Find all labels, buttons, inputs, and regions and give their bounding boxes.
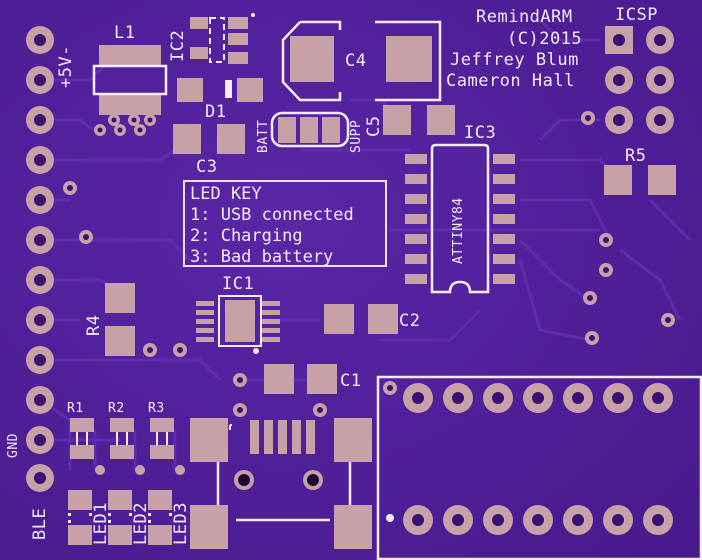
led3-label: LED3 (171, 502, 191, 545)
r5-resistor (604, 165, 676, 195)
ic2-label: IC2 (168, 29, 188, 62)
c5-capacitor (383, 105, 455, 135)
led-key-line-1: 1: USB connected (190, 205, 354, 225)
led-key-box: LED KEY 1: USB connected 2: Charging 3: … (183, 180, 387, 267)
gnd-label: GND (6, 433, 21, 458)
supp-label: SUPP (349, 119, 364, 153)
r5-label: R5 (625, 146, 647, 166)
r1-label: R1 (67, 401, 84, 416)
led2-label: LED2 (131, 502, 151, 545)
icsp-label: ICSP (615, 5, 658, 25)
r4-resistor (105, 283, 135, 356)
project-name: RemindARM (476, 7, 573, 27)
led-key-line-2: 2: Charging (190, 226, 303, 246)
r2-label: R2 (108, 401, 125, 416)
ic3-attiny84 (405, 143, 515, 294)
c3-capacitor (173, 124, 245, 154)
r1-r3-resistors (70, 418, 174, 459)
c4-label: C4 (345, 51, 367, 71)
left-header-pins (26, 26, 54, 492)
ic1-label: IC1 (222, 274, 255, 294)
d1-diode (177, 78, 263, 102)
usb-connector (190, 418, 372, 549)
ic1-chip (196, 295, 280, 354)
led1-led3 (68, 490, 172, 545)
ic3-label: IC3 (464, 123, 497, 143)
led-key-title: LED KEY (190, 184, 262, 204)
c3-label: C3 (196, 157, 218, 177)
d1-label: D1 (205, 102, 227, 122)
ble-label: BLE (30, 507, 50, 540)
ic2-chip (190, 13, 255, 64)
c4-capacitor (281, 20, 442, 102)
c5-label: C5 (364, 115, 384, 137)
l1-label: L1 (114, 23, 136, 43)
r4-label: R4 (84, 314, 104, 336)
ble-module (376, 375, 702, 560)
batt-label: BATT (256, 119, 271, 153)
power-label: +5V- (56, 45, 76, 88)
led-key-line-3: 3: Bad battery (190, 247, 334, 267)
attiny-label: ATTINY84 (451, 197, 466, 264)
author-2: Cameron Hall (446, 71, 575, 91)
batt-supp-jumper (270, 111, 350, 148)
c1-capacitor (264, 364, 337, 394)
icsp-header (605, 26, 674, 134)
author-1: Jeffrey Blum (450, 50, 579, 70)
c2-label: C2 (399, 311, 421, 331)
c2-capacitor (324, 304, 398, 334)
led1-label: LED1 (91, 502, 111, 545)
r3-label: R3 (148, 401, 165, 416)
l1-inductor (92, 45, 168, 136)
c1-label: C1 (340, 371, 362, 391)
copyright: (C)2015 (507, 29, 583, 49)
